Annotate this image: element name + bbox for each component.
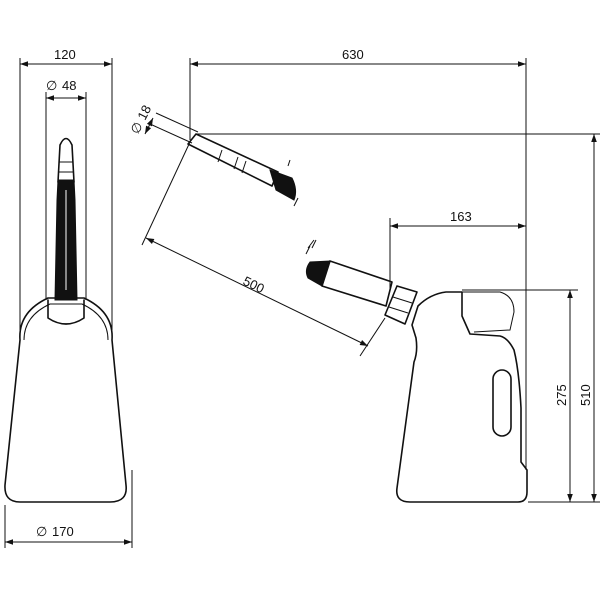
dim-front-width: 120 [54,47,76,62]
side-view [187,133,528,503]
side-thread-upper [269,169,297,201]
side-body-outline [395,291,528,503]
dim-overall-height: 510 [578,384,593,406]
dim-base-diameter: 170 [52,524,74,539]
side-grip-slot [492,369,512,437]
dim-spout-length: 500 [241,273,267,296]
side-cap [384,285,418,325]
dim-cap-offset: 163 [450,209,472,224]
dim-base-diameter-symbol: ∅ [36,524,47,539]
front-dimensions: 120 ∅ 48 ∅ 170 [4,47,133,548]
side-thread-lower [305,260,331,287]
side-dimensions: 630 163 ∅ 18 500 510 275 [127,47,600,503]
dim-spout-diameter-symbol: ∅ [127,119,146,136]
front-nozzle-base [47,299,85,325]
dim-spout-diameter: 18 [134,103,154,123]
dim-body-height: 275 [554,384,569,406]
dim-overall-length: 630 [342,47,364,62]
front-nozzle-tip [57,137,75,183]
front-view [4,137,127,503]
side-spout-lower [321,260,393,307]
dim-nozzle-diameter: 48 [62,78,76,93]
side-spout-upper [187,133,279,187]
dim-nozzle-diameter-symbol: ∅ [46,78,57,93]
side-handle-top [462,291,515,333]
front-collar [23,303,109,341]
front-body-outline [4,297,127,503]
